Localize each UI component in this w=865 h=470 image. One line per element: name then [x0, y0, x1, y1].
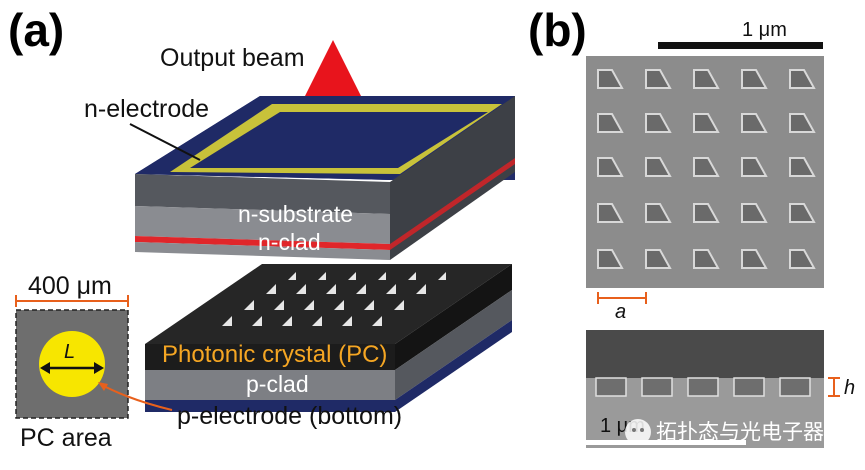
sem-cross-section	[586, 330, 824, 448]
diameter-label: L	[64, 341, 75, 363]
n-clad-label: n-clad	[258, 229, 321, 255]
lattice-constant-dimension	[597, 292, 647, 304]
p-electrode-label: p-electrode (bottom)	[177, 402, 402, 430]
n-substrate-label: n-substrate	[238, 201, 353, 227]
n-electrode-label: n-electrode	[84, 95, 209, 123]
pc-hole-array	[222, 272, 446, 326]
pc-area-label: PC area	[20, 424, 112, 452]
watermark: 拓扑态与光电子器件	[625, 419, 845, 445]
scale-bar-top	[658, 42, 823, 49]
lower-chip	[145, 264, 512, 412]
pc-area-inset	[15, 295, 173, 419]
output-beam-label: Output beam	[160, 44, 305, 72]
sem-top-view	[586, 56, 824, 288]
upper-chip	[135, 96, 515, 260]
wechat-icon	[625, 419, 651, 445]
scale-bar-top-label: 1 μm	[742, 19, 787, 41]
p-clad-label: p-clad	[246, 371, 309, 397]
hole-depth-dimension	[828, 377, 840, 397]
pc-width-label: 400 μm	[28, 272, 112, 300]
hole-depth-label: h	[844, 377, 855, 399]
n-clad-line	[135, 236, 390, 250]
n-electrode-pointer	[129, 123, 201, 161]
scale-bar-bottom	[586, 440, 746, 445]
lattice-constant-label: a	[615, 301, 626, 323]
panel-b-label: (b)	[528, 4, 587, 56]
photonic-crystal-label: Photonic crystal (PC)	[162, 341, 387, 368]
pc-area-circle	[39, 331, 105, 397]
panel-a-label: (a)	[8, 4, 64, 56]
watermark-text: 拓扑态与光电子器件	[656, 421, 845, 444]
